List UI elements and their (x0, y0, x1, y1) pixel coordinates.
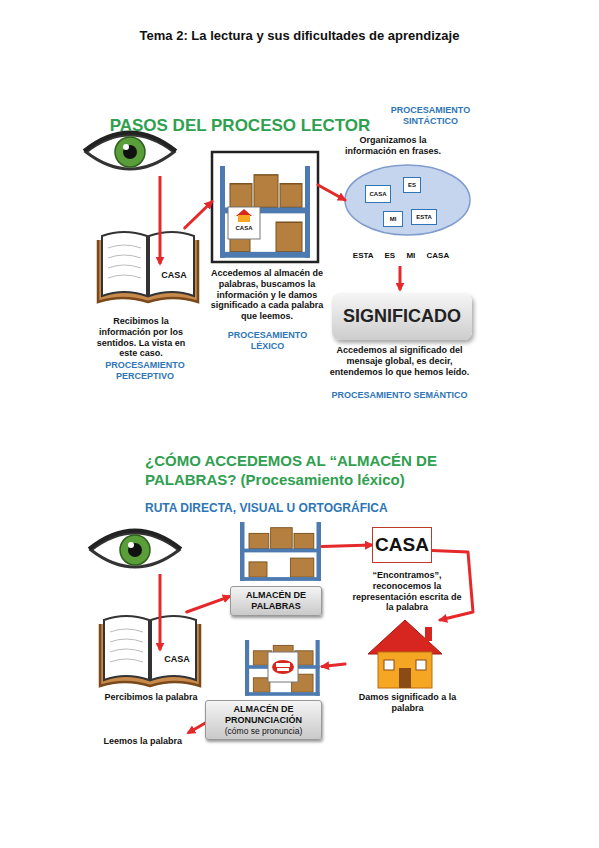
caption: Accedemos al significado del mensaje glo… (322, 345, 477, 377)
node-text: (cómo se pronuncia) (208, 726, 319, 736)
node-text: SIGNIFICADO (343, 306, 461, 327)
node-text: Organizamos la información en frases. (337, 135, 449, 157)
house-node: Damos significado a la palabra (345, 620, 470, 708)
stage-name: PROCESAMIENTO PERCEPTIVO (100, 360, 190, 382)
stage-name: PROCESAMIENTO LÉXICO (220, 330, 315, 352)
node-text: ESTA (416, 214, 432, 220)
caption: Leemos la palabra (92, 736, 182, 747)
node-text: MI (390, 216, 397, 222)
book-node: CASA (98, 228, 200, 306)
flow-arrow (187, 596, 230, 612)
sentence: ESTA ES MI CASA (342, 251, 460, 260)
node-text: Damos significado a la palabra (345, 692, 470, 714)
diagram-heading: ¿CÓMO ACCEDEMOS AL “ALMACÉN DE PALABRAS?… (145, 452, 455, 490)
flow-arrow (318, 185, 345, 200)
flow-arrow (185, 202, 212, 229)
node-text: PROCESAMIENTO SINTÁCTICO (383, 105, 478, 127)
meaning-box: SIGNIFICADO (332, 293, 472, 340)
caption: Recibimos la información por los sentido… (92, 316, 190, 359)
caption: Percibimos la palabra (95, 692, 207, 703)
caption: Accedemos al almacén de palabras, buscam… (210, 268, 324, 322)
word-store-node: CASA (212, 152, 318, 262)
word-box: CASA (372, 527, 432, 563)
book-node: CASA (100, 612, 202, 687)
stage-name: PROCESAMIENTO SEMÁNTICO (322, 390, 477, 401)
node-text: ES (408, 182, 416, 188)
pronunciation-store-node: ALMACÉN DE PRONUNCIACIÓN(cómo se pronunc… (205, 638, 322, 744)
word-card: MI (383, 211, 403, 227)
node-text: CASA (375, 534, 429, 556)
node-text: CASA (154, 270, 194, 281)
word-card: CASA (365, 185, 391, 203)
word-card: ESTA (411, 209, 437, 225)
word-store-node: ALMACÉN DE PALABRAS (230, 520, 322, 626)
sentence-cloud: PROCESAMIENTO SINTÁCTICOOrganizamos la i… (345, 165, 470, 235)
node-text: ALMACÉN DE PALABRAS (233, 590, 319, 612)
flow-arrow (322, 664, 345, 667)
route-name: RUTA DIRECTA, VISUAL U ORTOGRÁFICA (145, 501, 445, 515)
label-plate: ALMACÉN DE PALABRAS (230, 586, 322, 616)
node-text: CASA (228, 225, 260, 231)
node-text: ALMACÉN DE PRONUNCIACIÓN (208, 704, 319, 726)
caption: “Encontramos”, reconocemos la representa… (352, 570, 462, 613)
node-text: CASA (369, 191, 386, 197)
page-title: Tema 2: La lectura y sus dificultades de… (0, 28, 599, 43)
diagram-heading: PASOS DEL PROCESO LECTOR (105, 116, 375, 136)
node-text: CASA (158, 654, 196, 665)
flow-arrow (322, 545, 372, 547)
word-card: ES (403, 177, 421, 193)
label-plate: ALMACÉN DE PRONUNCIACIÓN(cómo se pronunc… (205, 700, 322, 740)
